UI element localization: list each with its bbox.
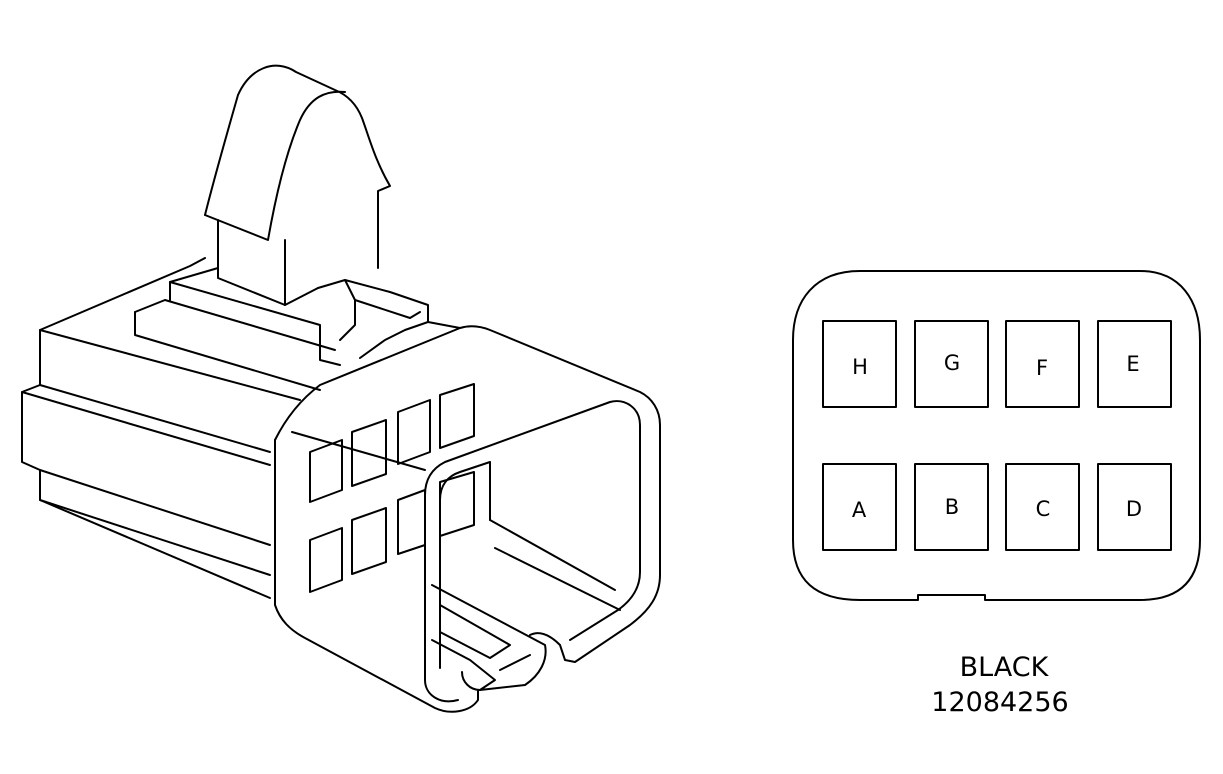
- pin-cavity-e: E: [1097, 320, 1172, 408]
- pin-label-e: E: [1126, 352, 1139, 376]
- pin-cavity-g: G: [914, 320, 989, 408]
- face-outline: [792, 270, 1201, 601]
- pin-label-f: F: [1036, 356, 1048, 380]
- pin-label-d: D: [1126, 497, 1142, 521]
- pin-label-b: B: [945, 495, 959, 519]
- connector-caption: BLACK 12084256: [931, 652, 1068, 718]
- connector-body-rear: [21, 257, 461, 599]
- pin-label-c: C: [1036, 497, 1051, 521]
- locking-latch: [204, 64, 391, 306]
- pin-row-bottom: A B C D: [822, 463, 1172, 551]
- connector-part-number: 12084256: [931, 687, 1068, 718]
- pin-cavity-a: A: [822, 463, 897, 551]
- pin-label-h: H: [852, 355, 868, 379]
- connector-color-label: BLACK: [960, 652, 1050, 683]
- pin-label-a: A: [852, 498, 867, 522]
- pin-cavity-b: B: [914, 463, 989, 551]
- connector-front-shroud: [274, 325, 661, 713]
- pin-label-g: G: [944, 351, 960, 375]
- connector-isometric-view: [21, 64, 661, 713]
- connector-face-view: H G F E A B: [792, 270, 1201, 601]
- pin-row-top: H G F E: [822, 320, 1172, 408]
- pin-cavity-d: D: [1097, 463, 1172, 551]
- pin-cavity-h: H: [822, 320, 897, 408]
- terminal-cavities: [309, 383, 475, 593]
- pin-cavity-f: F: [1005, 320, 1080, 408]
- pin-cavity-c: C: [1005, 463, 1080, 551]
